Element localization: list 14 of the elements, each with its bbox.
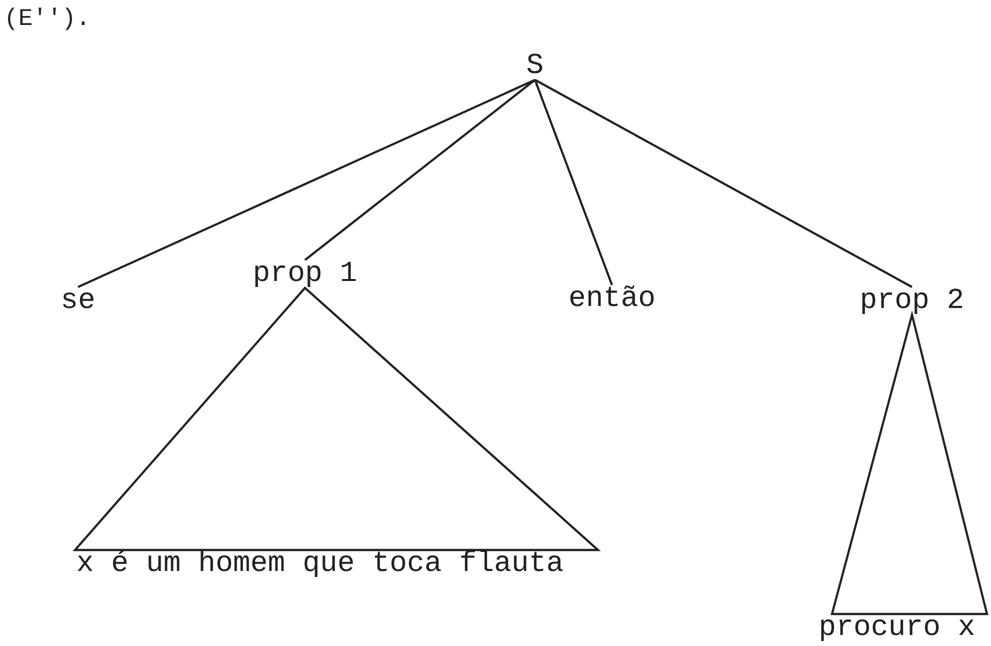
triangle-connector <box>830 310 988 616</box>
example-label: (E''). <box>4 6 90 33</box>
tree-node-label: x é um homem que toca flauta <box>76 548 564 580</box>
tree-node-label: procuro x <box>818 612 976 644</box>
tree-node-label: se <box>60 285 96 317</box>
tree-node-label: prop 2 <box>860 285 964 317</box>
tree-node-label: S <box>526 50 544 82</box>
branch-line <box>78 78 536 288</box>
branch-line <box>534 78 913 288</box>
tree-node-label: então <box>568 283 656 315</box>
triangle-connector <box>72 286 601 552</box>
branch-line <box>534 80 614 286</box>
tree-node-label: prop 1 <box>252 258 358 290</box>
branch-line <box>304 79 536 261</box>
